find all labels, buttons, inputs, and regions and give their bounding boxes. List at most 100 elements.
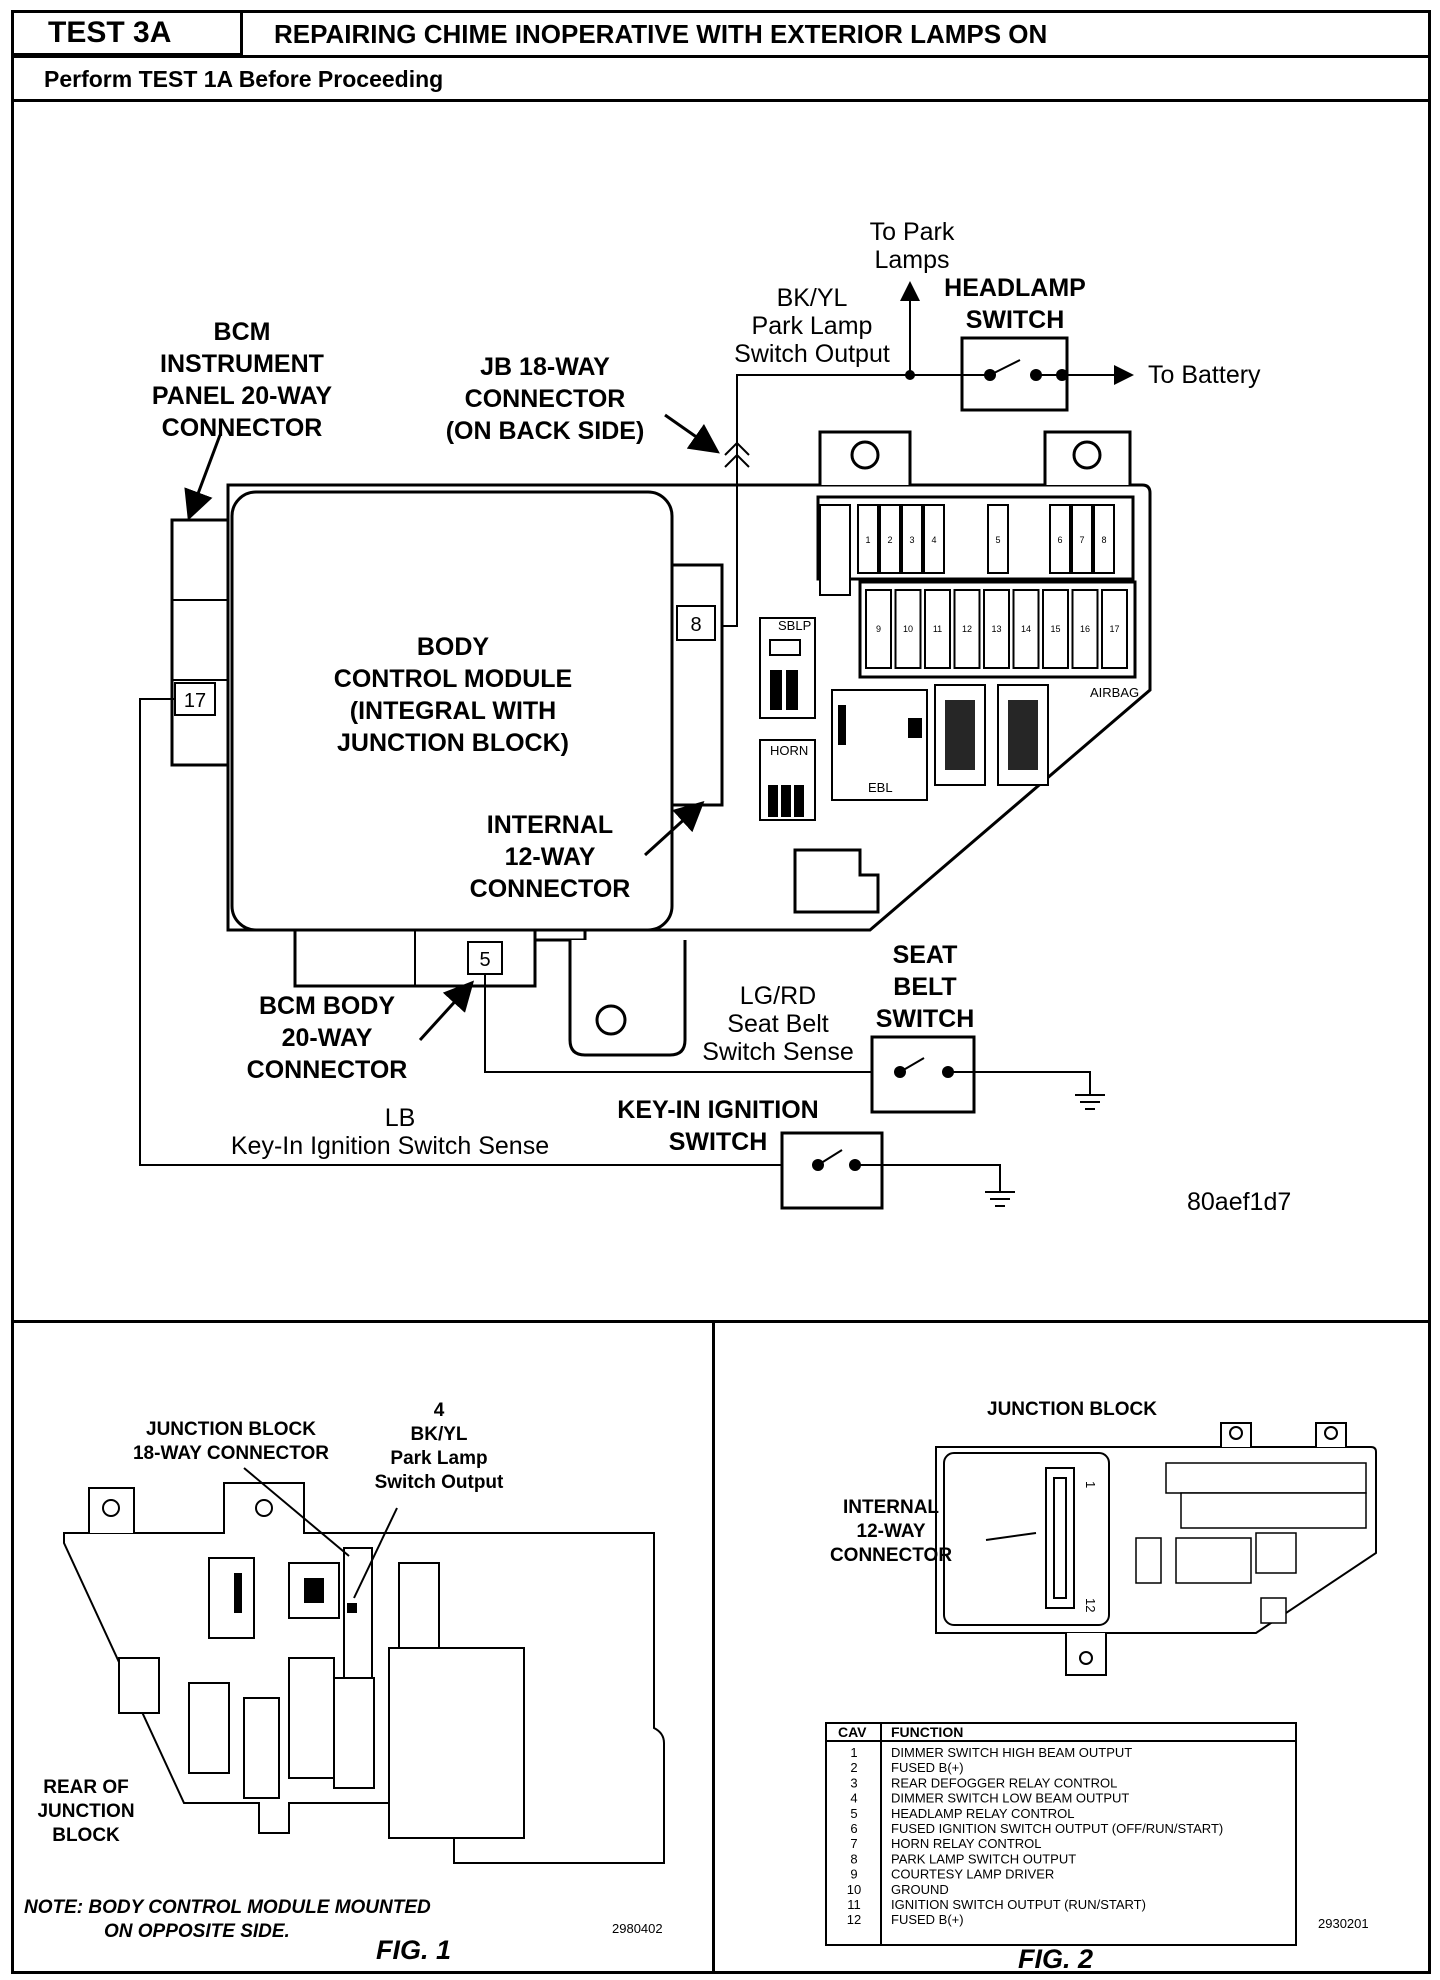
fig2-code: 2930201 <box>1318 1916 1369 1931</box>
key-in-switch-label-2: SWITCH <box>669 1128 768 1156</box>
pin-17-label: 17 <box>184 690 206 712</box>
table-cell-function: FUSED IGNITION SWITCH OUTPUT (OFF/RUN/ST… <box>891 1821 1223 1836</box>
fig1-leader-jb <box>243 1467 350 1557</box>
table-cell-cav: 3 <box>850 1775 857 1790</box>
fig1-code: 2980402 <box>612 1921 663 1936</box>
fig1-pins <box>234 1573 357 1613</box>
fuse-12: 12 <box>953 589 981 669</box>
table-cell-cav: 5 <box>850 1806 857 1821</box>
fig1-note-2: ON OPPOSITE SIDE. <box>104 1921 290 1942</box>
fuse-label-13: 13 <box>991 624 1001 634</box>
test-code: TEST 3A <box>48 16 172 49</box>
bk-yl-label-3: Switch Output <box>734 340 890 368</box>
headlamp-switch-label-1: HEADLAMP <box>944 274 1086 302</box>
fuse-label-4: 4 <box>931 535 936 545</box>
table-row: 3 REAR DEFOGGER RELAY CONTROL <box>850 1775 1117 1790</box>
pin-8-box <box>676 605 716 641</box>
ground-symbol-seatbelt <box>1075 1094 1105 1110</box>
pin-8-label: 8 <box>690 614 701 636</box>
fig2-fuses <box>1135 1462 1367 1624</box>
internal-connector-label-3: CONNECTOR <box>470 875 631 903</box>
lg-rd-label-3: Switch Sense <box>702 1038 853 1066</box>
fuse-label-15: 15 <box>1050 624 1060 634</box>
table-cell-function: DIMMER SWITCH HIGH BEAM OUTPUT <box>891 1745 1132 1760</box>
fig1-note-1: NOTE: BODY CONTROL MODULE MOUNTED <box>24 1897 431 1918</box>
fuse-label-1: 1 <box>865 535 870 545</box>
figure-divider <box>712 1322 715 1974</box>
relay-label-horn: HORN <box>770 743 808 758</box>
figure-1: JUNCTION BLOCK 18-WAY CONNECTOR 4 BK/YL … <box>24 1400 665 1965</box>
key-in-switch-label-1: KEY-IN IGNITION <box>617 1096 818 1124</box>
jb-connector-label-1: JB 18-WAY <box>480 353 610 381</box>
fuse-label-12: 12 <box>962 624 972 634</box>
table-cell-function: FUSED B(+) <box>891 1912 964 1927</box>
fuse-label-16: 16 <box>1080 624 1090 634</box>
to-park-lamps-2: Lamps <box>874 246 949 274</box>
fig1-park-label-2: BK/YL <box>411 1424 468 1445</box>
leader-bcm-body <box>418 980 475 1042</box>
bcm-body-label-2: 20-WAY <box>282 1024 373 1052</box>
internal-connector-label-2: 12-WAY <box>505 843 596 871</box>
fuse-label-8: 8 <box>1101 535 1106 545</box>
fuse-6: 6 <box>1049 504 1071 574</box>
key-in-switch-box <box>780 1131 884 1210</box>
table-cell-function: DIMMER SWITCH LOW BEAM OUTPUT <box>891 1791 1129 1806</box>
table-cell-cav: 10 <box>847 1882 861 1897</box>
leader-bcm-ip <box>184 434 222 521</box>
fuse-label-11: 11 <box>933 624 942 634</box>
mounting-hole-bottom <box>595 1004 627 1036</box>
lg-rd-label-2: Seat Belt <box>727 1010 829 1038</box>
fig1-park-label-3: Park Lamp <box>390 1448 487 1469</box>
fuse-label-17: 17 <box>1109 624 1119 634</box>
fig1-park-label-1: 4 <box>434 1400 445 1421</box>
fuse-15: 15 <box>1042 589 1069 669</box>
jb-connector-label-2: CONNECTOR <box>465 385 626 413</box>
header-divider <box>11 55 1431 58</box>
fuse-8: 8 <box>1093 504 1115 574</box>
fig2-table-header-cav: CAV <box>838 1724 867 1740</box>
figure-2: JUNCTION BLOCK 1 12 INTERNAL 12-WAY CONN… <box>825 1399 1377 1973</box>
fig1-rear-label-3: BLOCK <box>52 1825 120 1846</box>
fuse-3: 3 <box>901 504 923 574</box>
fuse-10: 10 <box>894 589 922 669</box>
fuse-2: 2 <box>879 504 901 574</box>
fuse-holder-left <box>819 504 851 596</box>
ground-symbol-keyin <box>985 1191 1015 1207</box>
relay-label-sblp-1: SBLP <box>778 618 811 633</box>
fig2-connector-label-3: CONNECTOR <box>830 1545 952 1566</box>
mounting-tab-bottom <box>568 940 687 1057</box>
wire-lg-rd <box>484 974 900 1073</box>
lb-label-1: LB <box>385 1104 416 1132</box>
table-cell-function: REAR DEFOGGER RELAY CONTROL <box>891 1775 1117 1790</box>
fig1-leader-park <box>353 1507 398 1599</box>
lg-rd-label-1: LG/RD <box>740 982 816 1010</box>
fig1-tab-left <box>88 1487 135 1533</box>
fuse-16: 16 <box>1071 589 1099 669</box>
fig1-jb-label-2: 18-WAY CONNECTOR <box>133 1443 329 1464</box>
fig1-connectors <box>118 1547 525 1839</box>
seat-belt-switch-contact <box>899 1057 925 1073</box>
jb-connector-chevron <box>724 441 750 456</box>
test-title: REPAIRING CHIME INOPERATIVE WITH EXTERIO… <box>274 19 1048 49</box>
mounting-hole-right <box>1072 440 1102 470</box>
fuse-5: 5 <box>987 504 1009 574</box>
fuse-14: 14 <box>1012 589 1040 669</box>
table-cell-function: COURTESY LAMP DRIVER <box>891 1867 1054 1882</box>
table-cell-cav: 11 <box>847 1897 861 1912</box>
fuse-9: 9 <box>865 589 892 669</box>
table-cell-function: FUSED B(+) <box>891 1760 964 1775</box>
pin-5-box <box>467 941 503 975</box>
lb-label-2: Key-In Ignition Switch Sense <box>231 1132 549 1160</box>
mounting-hole-left <box>850 440 880 470</box>
bcm-label-1: BODY <box>417 633 490 661</box>
relay-label-eblr: EBL <box>868 780 893 795</box>
test-subtitle: Perform TEST 1A Before Proceeding <box>44 66 444 92</box>
